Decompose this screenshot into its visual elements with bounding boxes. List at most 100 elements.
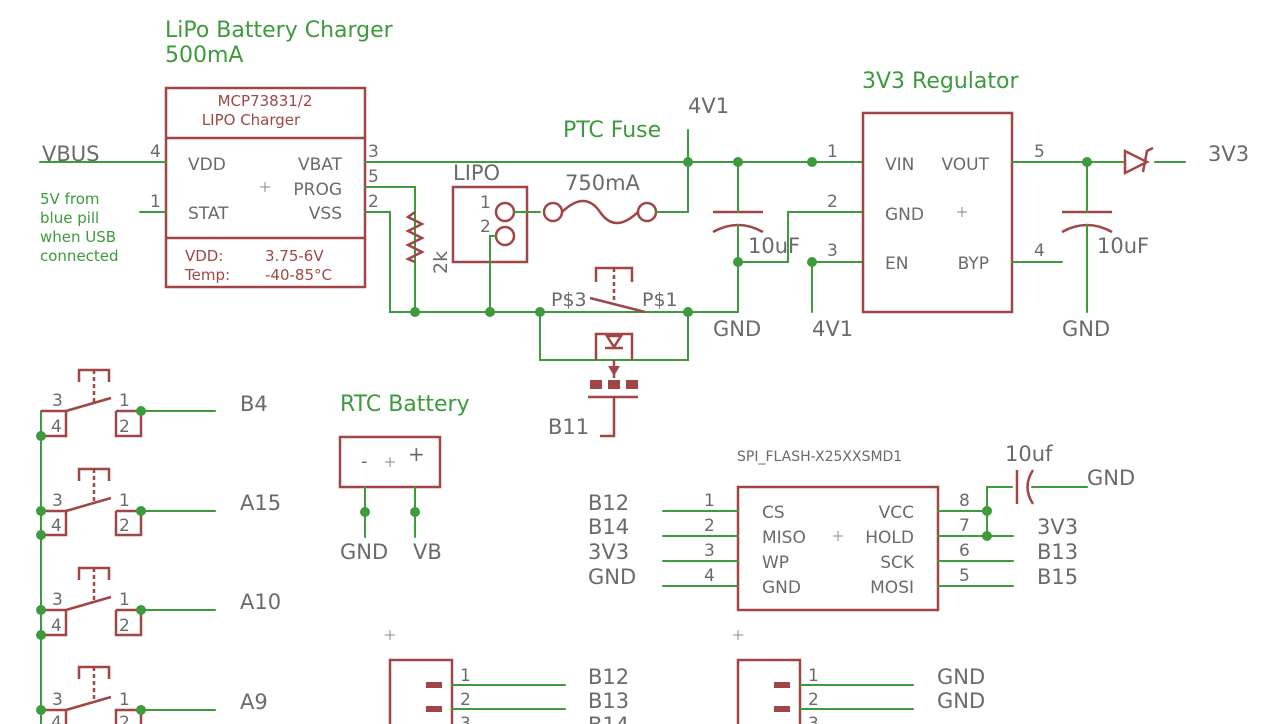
header-body: [736, 658, 802, 724]
tact-button-a9[interactable]: 3 1 4 2 A9: [41, 665, 268, 724]
button-pin-number: 2: [119, 616, 130, 636]
regulator-ic[interactable]: VIN GND EN VOUT BYP 1 2 3 5 4: [827, 111, 1045, 314]
button-pin-number: 1: [119, 690, 130, 710]
mosfet-channel: [590, 380, 602, 389]
header-pin-number: 1: [460, 666, 471, 686]
charger-ic-header: LIPO Charger: [202, 111, 301, 129]
regulator-pin-name: GND: [885, 205, 924, 225]
mosfet-diode: [604, 334, 624, 350]
net-label-header: GND: [937, 665, 985, 689]
button-contact: [65, 396, 112, 413]
net-label-3v3: 3V3: [1208, 142, 1249, 166]
button-pin-number: 3: [52, 590, 63, 610]
button-pin-number: 4: [51, 516, 62, 536]
rtc-minus: -: [361, 451, 368, 472]
button-pin-number: 4: [51, 713, 62, 724]
wire: [737, 211, 864, 263]
charger-pin-number: 2: [368, 192, 379, 212]
regulator-title: 3V3 Regulator: [862, 69, 1019, 94]
ptc-fuse[interactable]: 750mA: [542, 171, 658, 225]
charger-spec-value: -40-85°C: [265, 266, 332, 284]
button-pin-number: 1: [119, 491, 130, 511]
mosfet[interactable]: B11: [539, 311, 689, 439]
charger-subtitle: 500mA: [165, 43, 243, 68]
pin-header-2[interactable]: 1 2 3 GND GND: [736, 658, 985, 724]
header-pin: [774, 706, 790, 712]
diode-body: [1123, 148, 1150, 176]
flash-pin-number: 8: [959, 491, 970, 511]
origin-cross-icon: [957, 207, 967, 217]
net-label-4v1-en: 4V1: [812, 317, 853, 341]
mosfet-channel: [626, 380, 638, 389]
charger-spec-label: Temp:: [184, 266, 230, 284]
rtc-battery[interactable]: - +: [338, 435, 442, 489]
resistor-body: [405, 210, 425, 264]
flash-pin-number: 6: [959, 541, 970, 561]
charger-pin-number: 3: [368, 142, 379, 162]
button-contact: [65, 595, 112, 612]
button-frame-right: [114, 608, 143, 637]
flash-pin-name: SCK: [880, 553, 915, 573]
flash-left-wires: [662, 510, 739, 587]
resistor-value: 2k: [430, 251, 452, 274]
vbus-note-line: connected: [40, 247, 119, 265]
spi-flash-ic[interactable]: CS MISO WP GND VCC HOLD SCK MOSI 1 2 3 4…: [704, 485, 970, 612]
flash-pin-number: 7: [959, 516, 970, 536]
header-pin-number: 3: [808, 714, 819, 724]
charger-ic-header: MCP73831/2: [218, 92, 313, 110]
rtc-battery-title: RTC Battery: [340, 392, 470, 417]
net-label-flash: B13: [1037, 540, 1078, 564]
mosfet-body-diode-frame: [594, 332, 634, 360]
charger-pin-number: 4: [150, 142, 161, 162]
flash-pin-name: MISO: [762, 528, 806, 548]
vbus-note-line: blue pill: [40, 209, 99, 227]
flash-decoupling-cap[interactable]: 10uf: [1005, 442, 1053, 505]
capacitor-output[interactable]: 10uF: [1061, 210, 1149, 258]
button-frame-left: [41, 708, 68, 724]
header-pin: [426, 706, 442, 712]
tact-button-a10[interactable]: 3 1 4 2 A10: [41, 566, 281, 637]
pin-header-1[interactable]: 1 2 3 B12 B13 B14: [388, 658, 629, 724]
tact-button-b4[interactable]: 3 1 4 2 B4: [41, 368, 268, 438]
lipo-label: LIPO: [453, 161, 500, 185]
header-pin-number: 1: [808, 666, 819, 686]
output-diode[interactable]: [1123, 146, 1154, 176]
wire: [655, 161, 689, 213]
power-switch[interactable]: P$3 P$1: [551, 266, 678, 314]
button-frame-left: [41, 509, 68, 537]
button-pin-number: 2: [119, 417, 130, 437]
flash-pin-name: VCC: [879, 503, 914, 523]
fuse-element: [561, 199, 639, 225]
mosfet-arrow: [608, 366, 620, 376]
flash-pin-number: 2: [704, 516, 715, 536]
lipo-pin-2: [494, 225, 516, 247]
net-label-header: B13: [588, 689, 629, 713]
flash-pin-name: MOSI: [870, 578, 914, 598]
regulator-pin-name: BYP: [958, 254, 989, 274]
charger-pin-name: VSS: [309, 204, 342, 224]
net-label-gnd-reg: GND: [1062, 317, 1110, 341]
charger-pin-name: STAT: [188, 204, 229, 224]
flash-ic-body: [736, 485, 940, 612]
regulator-pin-name: VOUT: [941, 155, 989, 175]
charger-spec-value: 3.75-6V: [265, 247, 324, 265]
fuse-value: 750mA: [565, 171, 641, 195]
net-label-flash: B15: [1037, 565, 1078, 589]
fuse-terminal: [542, 201, 564, 223]
switch-pin-label: P$1: [642, 289, 678, 311]
net-label-flash: B14: [588, 515, 629, 539]
vbus-note-line: when USB: [40, 228, 116, 246]
net-label-button: A9: [240, 690, 268, 714]
origin-cross-icon: [385, 630, 395, 640]
charger-pin-name: PROG: [293, 180, 342, 200]
net-label-button: A10: [240, 590, 281, 614]
button-frame-right: [114, 409, 143, 438]
flash-pin-number: 3: [704, 541, 715, 561]
cap-value: 10uf: [1005, 442, 1053, 466]
rtc-battery-body: [338, 435, 442, 489]
button-pin-number: 1: [119, 391, 130, 411]
net-label-gnd: GND: [713, 317, 761, 341]
resistor-2k[interactable]: 2k: [405, 210, 452, 274]
charger-ic[interactable]: MCP73831/2 LIPO Charger VDD STAT VBAT PR…: [150, 86, 379, 289]
tact-button-a15[interactable]: 3 1 4 2 A15: [41, 467, 281, 537]
